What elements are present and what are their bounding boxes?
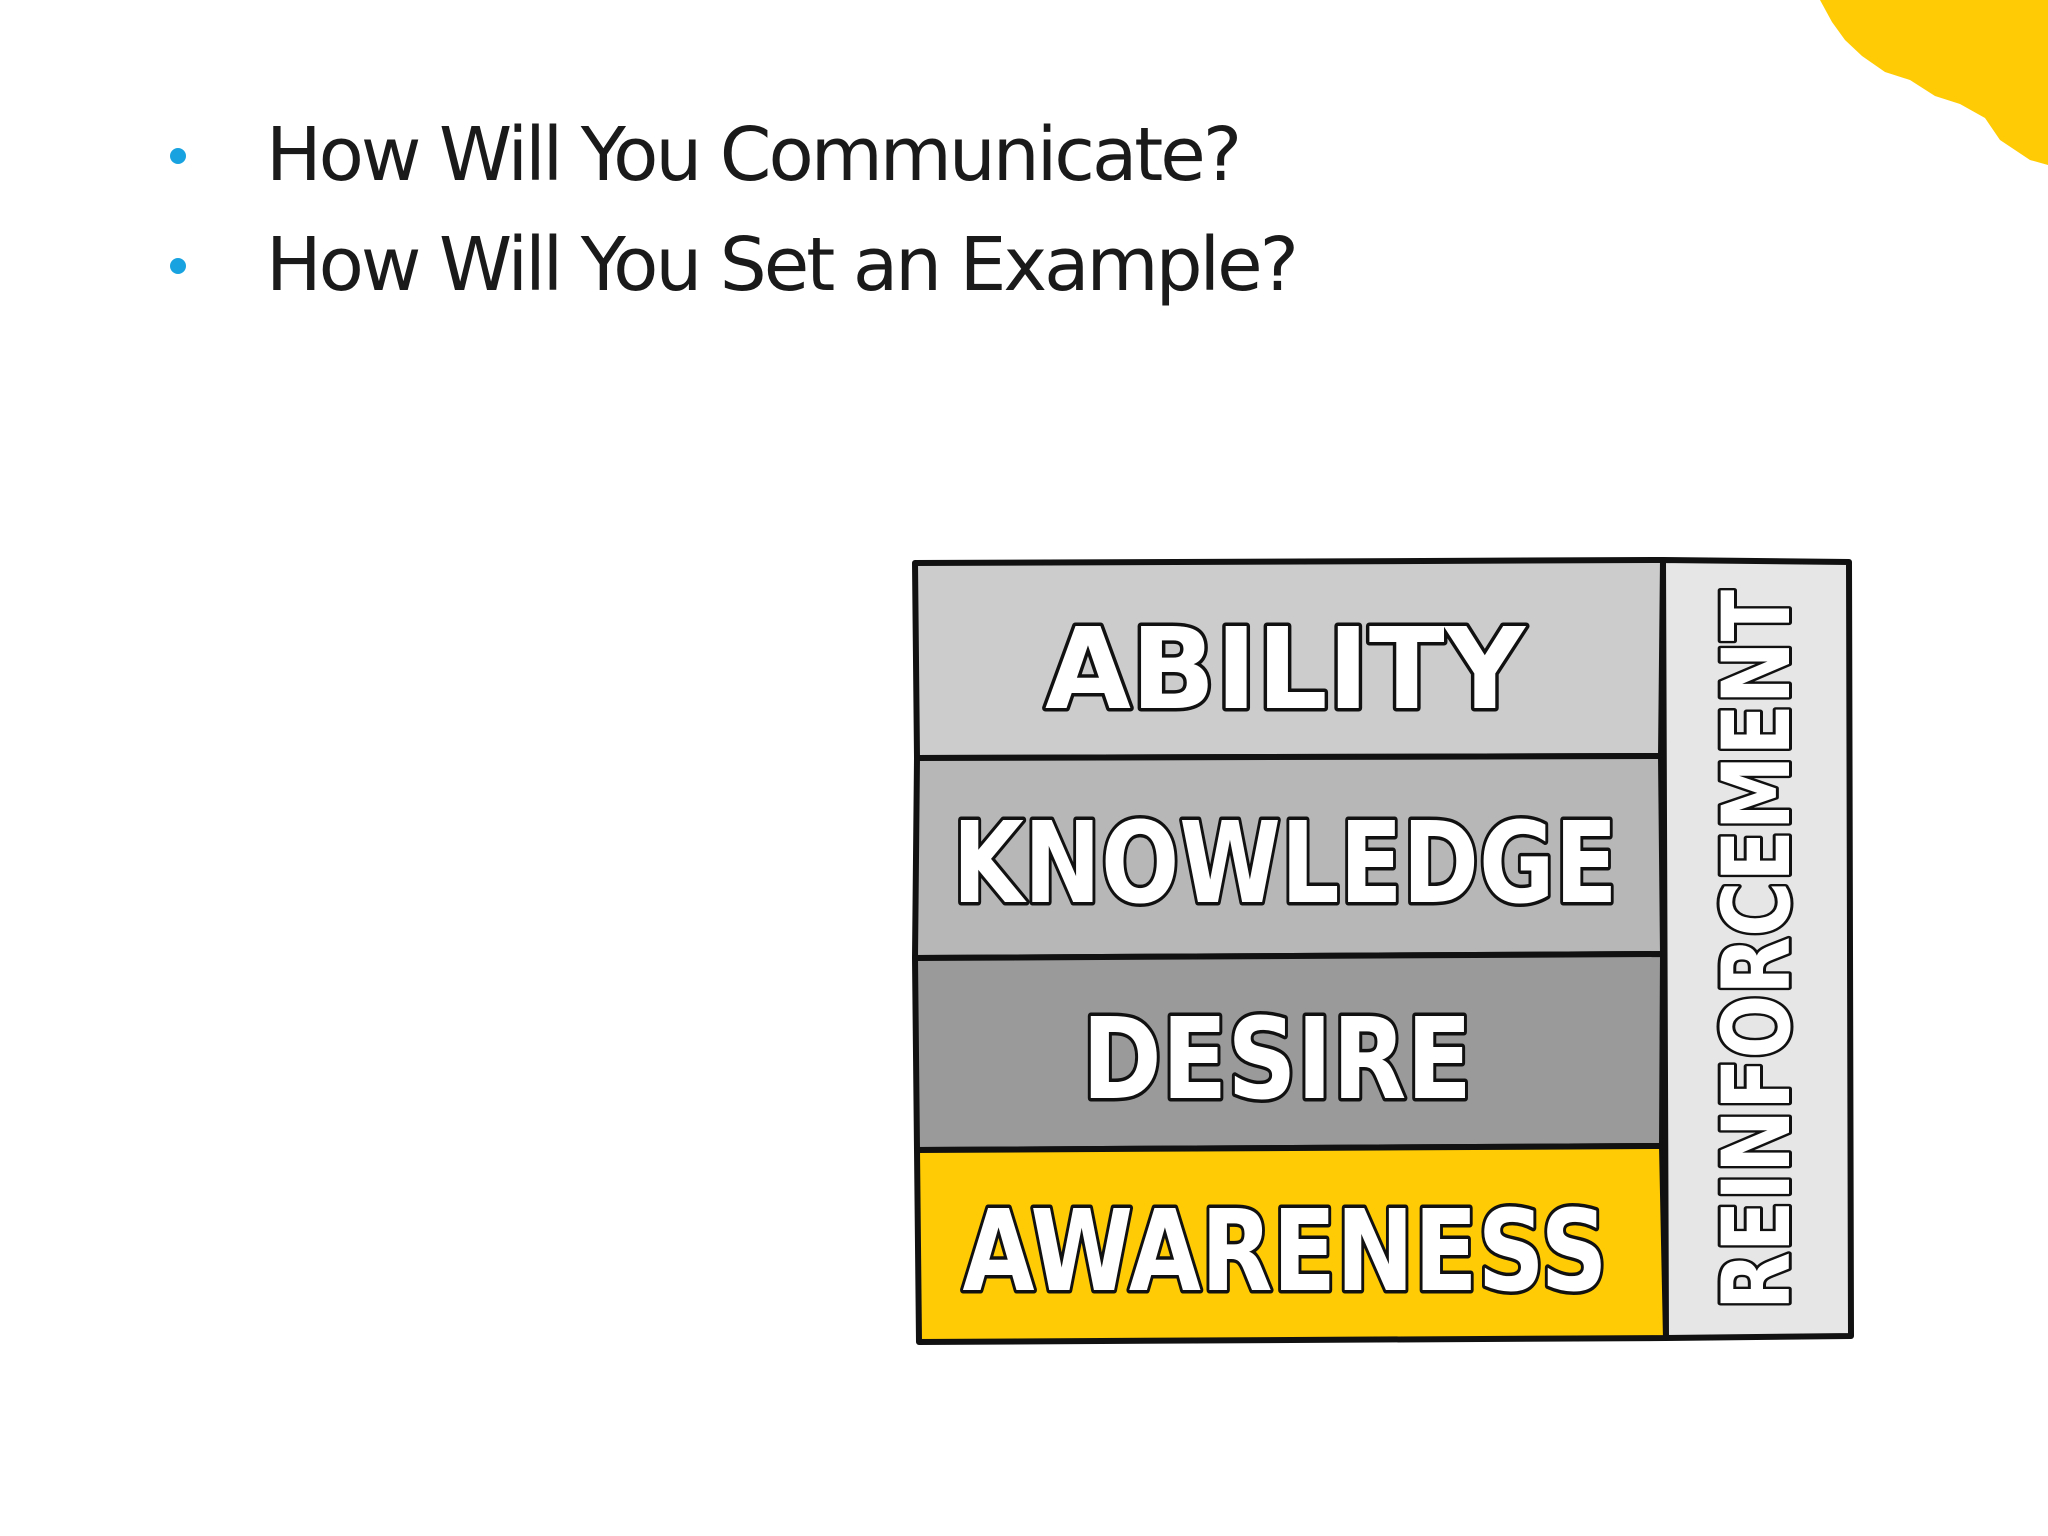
adkar-diagram-svg: ABILITY KNOWLEDGE DESIRE AWARENESS REINF… xyxy=(912,557,1854,1345)
bullet-dot xyxy=(170,258,186,274)
bullet-item: How Will You Communicate? xyxy=(160,100,1296,210)
layer-label-ability: ABILITY xyxy=(1045,605,1527,735)
layer-label-desire: DESIRE xyxy=(1082,995,1472,1125)
layer-label-knowledge: KNOWLEDGE xyxy=(953,799,1618,929)
bullet-text-example: How Will You Set an Example? xyxy=(266,222,1299,308)
layer-label-awareness: AWARENESS xyxy=(963,1187,1608,1317)
bullet-dot xyxy=(170,148,186,164)
bullet-text-communicate: How Will You Communicate? xyxy=(266,112,1242,198)
reinforcement-label: REINFORCEMENT xyxy=(1703,590,1812,1310)
bullet-list: How Will You Communicate? How Will You S… xyxy=(160,100,1299,320)
accent-shape xyxy=(1820,0,2048,165)
adkar-diagram: ABILITY KNOWLEDGE DESIRE AWARENESS REINF… xyxy=(905,550,1855,1355)
reinforcement-column xyxy=(1660,557,1854,1341)
bullet-item: How Will You Set an Example? xyxy=(160,210,1299,320)
